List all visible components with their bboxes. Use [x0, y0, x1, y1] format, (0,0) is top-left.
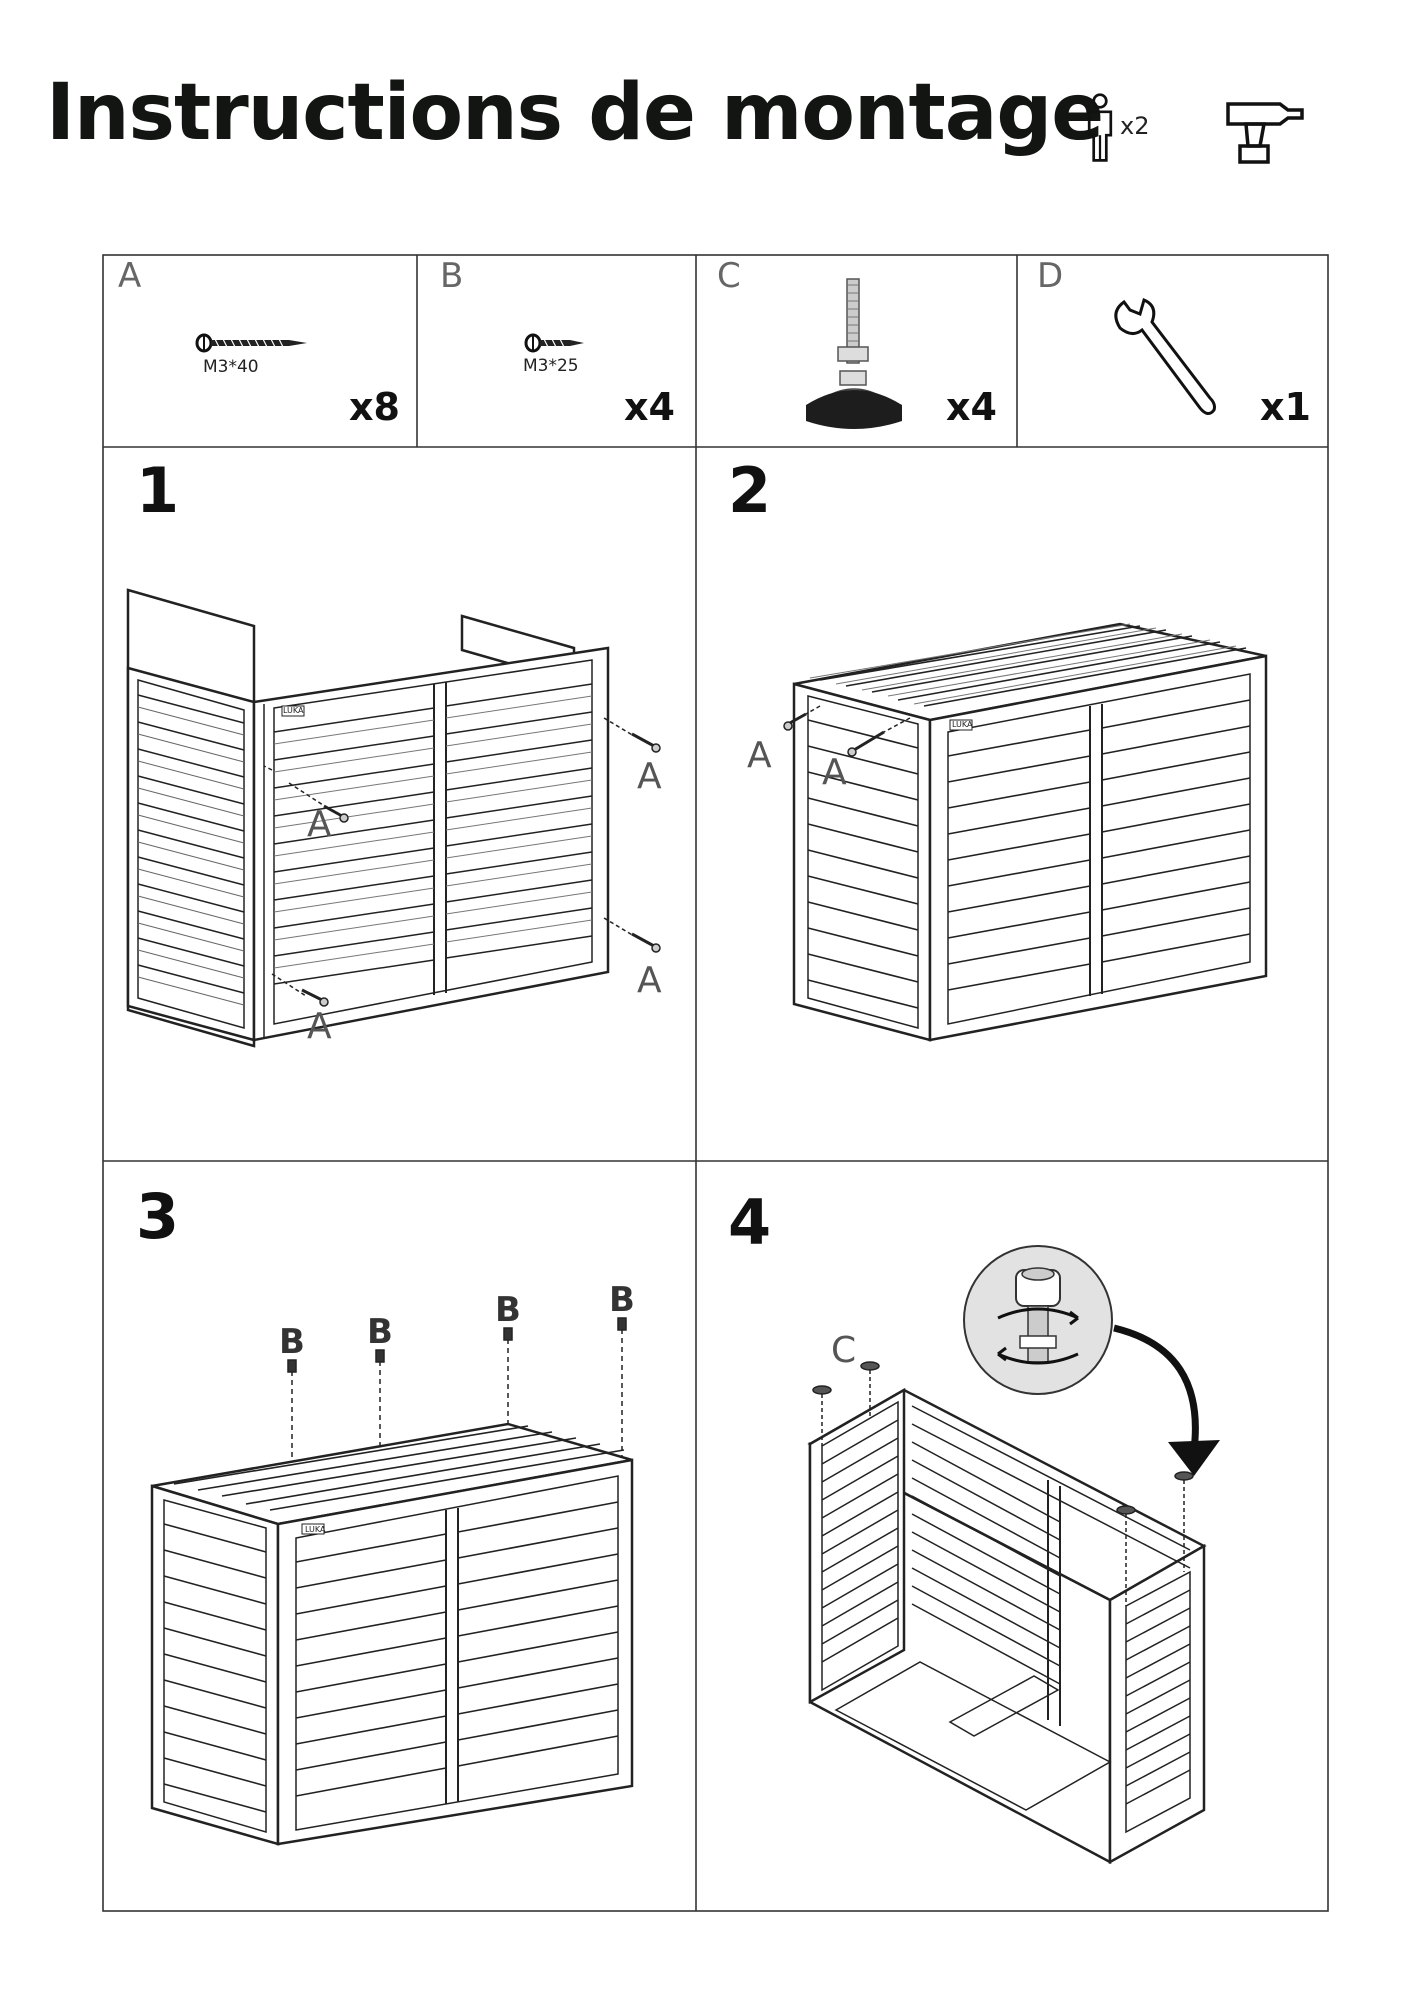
step-4-illustration	[807, 1361, 1207, 1865]
brand-label: LUKA	[305, 1525, 326, 1534]
screw-callout: B	[279, 1322, 305, 1362]
instruction-grid	[102, 254, 1329, 1912]
part-quantity: x4	[946, 385, 997, 429]
part-quantity: x1	[1260, 385, 1311, 429]
screw-callout: A	[637, 960, 662, 1001]
part-letter: B	[440, 256, 464, 296]
part-quantity: x8	[349, 385, 400, 429]
two-person-icon	[1087, 93, 1113, 162]
wrench-icon	[1114, 297, 1216, 415]
adjustable-foot-icon	[806, 278, 902, 429]
part-size: M3*25	[523, 356, 579, 376]
step-2-illustration	[783, 622, 1268, 1042]
screw-callout: A	[307, 1006, 332, 1047]
screw-callout: A	[822, 752, 847, 793]
page-title: Instructions de montage	[46, 68, 1104, 158]
part-size: M3*40	[203, 357, 259, 377]
step-number: 3	[136, 1180, 180, 1253]
part-quantity: x4	[624, 385, 675, 429]
brand-label: LUKA	[952, 720, 973, 729]
adjust-foot-detail-icon	[963, 1245, 1113, 1395]
long-screw-icon	[195, 333, 307, 353]
screw-callout: A	[747, 735, 772, 776]
screw-callout: A	[307, 804, 332, 845]
step-number: 2	[728, 454, 772, 527]
brand-label: LUKA	[283, 706, 304, 715]
short-screw-icon	[524, 333, 584, 353]
step-number: 4	[728, 1186, 772, 1259]
foot-callout: C	[831, 1330, 857, 1371]
screw-callout: B	[367, 1312, 393, 1352]
step-3-illustration	[150, 1317, 634, 1846]
screw-callout: A	[637, 756, 662, 797]
part-letter: C	[717, 256, 741, 296]
step-1-illustration	[126, 588, 661, 1048]
part-letter: A	[118, 256, 142, 296]
step-number: 1	[136, 454, 180, 527]
direction-arrow-icon	[1113, 1324, 1220, 1476]
persons-count: x2	[1120, 112, 1150, 140]
power-drill-icon	[1226, 102, 1304, 164]
part-letter: D	[1037, 256, 1064, 296]
screw-callout: B	[495, 1290, 521, 1330]
screw-callout: B	[609, 1280, 635, 1320]
